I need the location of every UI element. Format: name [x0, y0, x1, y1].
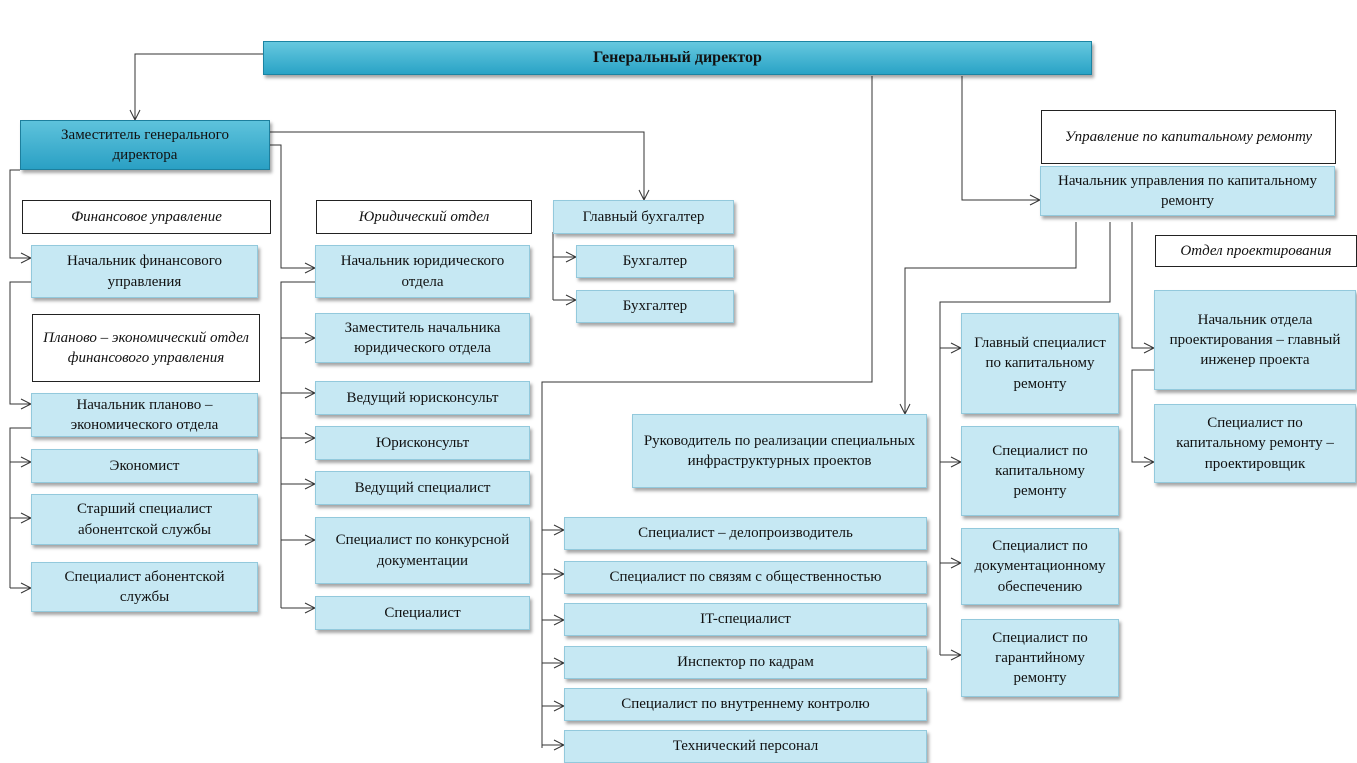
- technical-staff-box: Технический персонал: [564, 730, 927, 763]
- capital-repair-head-box: Начальник управления по капитальному рем…: [1040, 166, 1335, 216]
- capital-repair-department-label: Управление по капитальному ремонту: [1041, 110, 1336, 164]
- planning-head-box: Начальник планово – экономического отдел…: [31, 393, 258, 437]
- documentation-specialist-box: Специалист по документационному обеспече…: [961, 528, 1119, 605]
- legal-head-box: Начальник юридического отдела: [315, 245, 530, 298]
- chief-capital-specialist-box: Главный специалист по капитальному ремон…: [961, 313, 1119, 414]
- deputy-director-box: Заместитель генерального директора: [20, 120, 270, 170]
- design-department-label: Отдел проектирования: [1155, 235, 1357, 267]
- financial-department-label: Финансовое управление: [22, 200, 271, 234]
- general-director-box: Генеральный директор: [263, 41, 1092, 75]
- capital-repair-specialist-box: Специалист по капитальному ремонту: [961, 426, 1119, 516]
- lead-legal-counsel-box: Ведущий юрисконсульт: [315, 381, 530, 415]
- design-head-box: Начальник отдела проектирования – главны…: [1154, 290, 1356, 390]
- accountant-box-1: Бухгалтер: [576, 245, 734, 278]
- senior-subscriber-specialist-box: Старший специалист абонентской службы: [31, 494, 258, 545]
- deputy-legal-head-box: Заместитель начальника юридического отде…: [315, 313, 530, 363]
- internal-control-specialist-box: Специалист по внутреннему контролю: [564, 688, 927, 721]
- lead-specialist-box: Ведущий специалист: [315, 471, 530, 505]
- pr-specialist-box: Специалист по связям с общественностью: [564, 561, 927, 594]
- tender-docs-specialist-box: Специалист по конкурсной документации: [315, 517, 530, 584]
- planning-department-label: Планово – экономический отдел финансовог…: [32, 314, 260, 382]
- clerk-specialist-box: Специалист – делопроизводитель: [564, 517, 927, 550]
- financial-head-box: Начальник финансового управления: [31, 245, 258, 298]
- subscriber-specialist-box: Специалист абонентской службы: [31, 562, 258, 612]
- chief-accountant-box: Главный бухгалтер: [553, 200, 734, 234]
- legal-counsel-box: Юрисконсульт: [315, 426, 530, 460]
- it-specialist-box: IT-специалист: [564, 603, 927, 636]
- accountant-box-2: Бухгалтер: [576, 290, 734, 323]
- legal-department-label: Юридический отдел: [316, 200, 532, 234]
- warranty-repair-specialist-box: Специалист по гарантийному ремонту: [961, 619, 1119, 697]
- legal-specialist-box: Специалист: [315, 596, 530, 630]
- economist-box: Экономист: [31, 449, 258, 483]
- designer-specialist-box: Специалист по капитальному ремонту – про…: [1154, 404, 1356, 483]
- infra-projects-head-box: Руководитель по реализации специальных и…: [632, 414, 927, 488]
- hr-inspector-box: Инспектор по кадрам: [564, 646, 927, 679]
